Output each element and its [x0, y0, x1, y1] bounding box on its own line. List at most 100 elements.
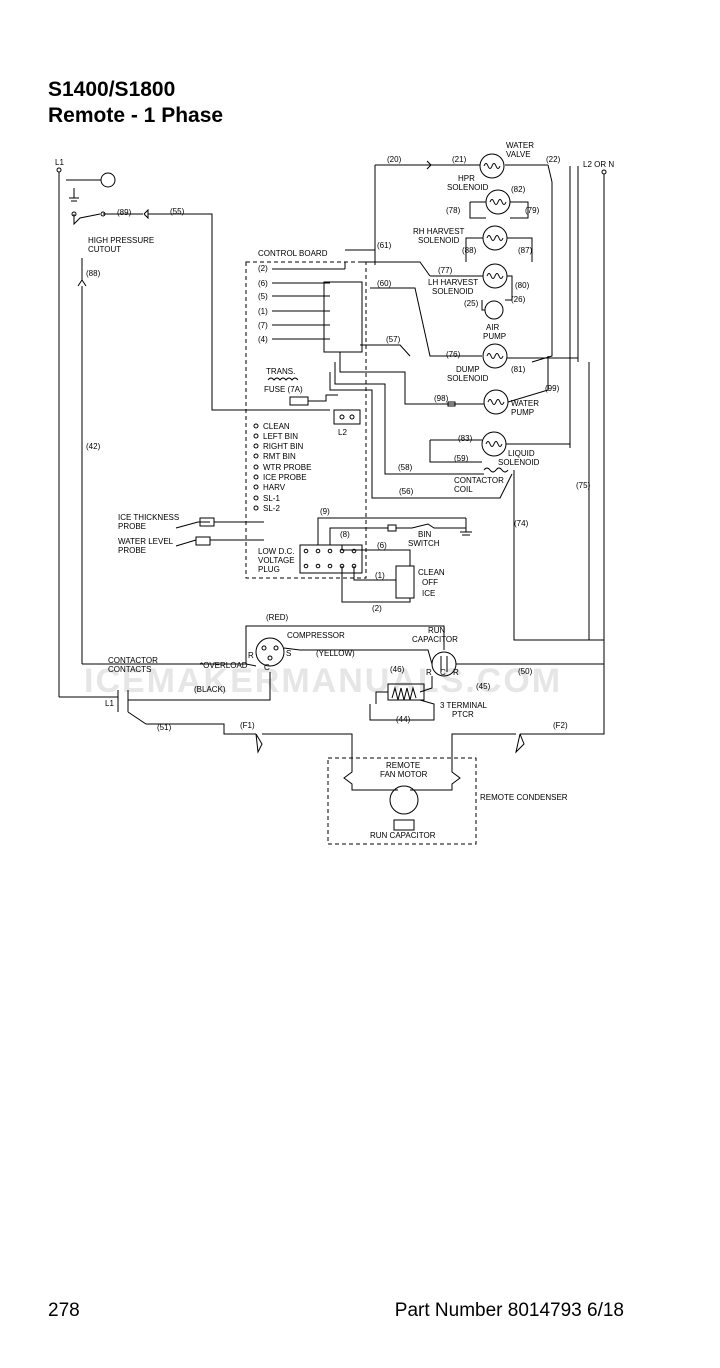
board-terminal: (6)	[258, 279, 268, 288]
bin-switch-label-1: BIN	[418, 530, 432, 539]
wire-label: (55)	[170, 207, 185, 216]
wire-label: (57)	[386, 335, 401, 344]
l1-top-label: L1	[55, 158, 64, 167]
wire-label: (F1)	[240, 721, 255, 730]
wire-label: (77)	[438, 266, 453, 275]
hpc-label-2: CUTOUT	[88, 245, 121, 254]
led-label: SL-1	[263, 494, 280, 503]
l2-terminal	[601, 169, 607, 175]
wire-44	[369, 699, 435, 721]
wlp-label-2: PROBE	[118, 546, 146, 555]
wire-label: (56)	[399, 487, 414, 496]
black-label: (BLACK)	[194, 685, 226, 694]
wire-label: (58)	[398, 463, 413, 472]
contactor-coil-label-2: COIL	[454, 485, 473, 494]
wire-label: (60)	[377, 279, 392, 288]
watermark: ICEMAKERMANUALS.COM	[84, 662, 562, 700]
hpc-label-1: HIGH PRESSURE	[88, 236, 154, 245]
transformer	[267, 377, 299, 381]
contactor-contacts-label-2: CONTACTS	[108, 665, 151, 674]
plug-pins	[303, 548, 357, 569]
wlp-label-1: WATER LEVEL	[118, 537, 174, 546]
ptcr-label-2: PTCR	[452, 710, 474, 719]
wire-label: (25)	[464, 299, 479, 308]
water-pump-label-1: WATER	[511, 399, 539, 408]
wire-label: (22)	[546, 155, 561, 164]
board-terminal: (2)	[258, 264, 268, 273]
water-valve-label-1: WATER	[506, 141, 534, 150]
lh-label-2: SOLENOID	[432, 287, 474, 296]
rh-label-2: SOLENOID	[418, 236, 460, 245]
ldc-label-2: VOLTAGE	[258, 556, 295, 565]
wire-25	[481, 300, 485, 311]
led-indicators	[253, 423, 259, 511]
wire-label: (87)	[518, 246, 533, 255]
air-pump-label-1: AIR	[486, 323, 500, 332]
l2-label: L2 OR N	[583, 160, 614, 169]
bin-switch	[396, 523, 466, 529]
bin-switch-label-2: SWITCH	[408, 539, 440, 548]
wire-label: (2)	[372, 604, 382, 613]
control-board-label: CONTROL BOARD	[258, 249, 328, 258]
page-number: 278	[48, 1300, 80, 1321]
wire-label: (21)	[452, 155, 467, 164]
wire-label: (98)	[434, 394, 449, 403]
wire-20-arrow	[426, 160, 432, 170]
cap-c-label: C	[440, 668, 446, 677]
itp-label-1: ICE THICKNESS	[118, 513, 179, 522]
board-terminal: (1)	[258, 307, 268, 316]
compressor-label: COMPRESSOR	[287, 631, 345, 640]
water-valve-label-2: VALVE	[506, 150, 531, 159]
wire-label: (89)	[117, 208, 132, 217]
wire-label: (26)	[511, 295, 526, 304]
wire-label: (82)	[511, 185, 526, 194]
wire-87	[507, 237, 533, 262]
wire-88	[465, 237, 483, 262]
led-label: WTR PROBE	[263, 463, 311, 472]
ldc-label-1: LOW D.C.	[258, 547, 294, 556]
remote-condenser-outline	[327, 757, 477, 845]
page-subtitle: Remote - 1 Phase	[48, 104, 224, 127]
led-label: LEFT BIN	[263, 432, 298, 441]
wire-74	[513, 470, 604, 641]
fan-motor-label-2: FAN MOTOR	[380, 770, 428, 779]
clean-label: CLEAN	[418, 568, 445, 577]
ldc-label-3: PLUG	[258, 565, 280, 574]
wire-99	[507, 356, 549, 403]
wire-label: (1)	[375, 571, 385, 580]
wire-label: (81)	[511, 365, 526, 374]
wire-label: (75)	[576, 481, 591, 490]
led-label: SL-2	[263, 504, 280, 513]
wire-46	[375, 691, 388, 704]
led-labels: CLEAN LEFT BIN RIGHT BIN RMT BIN WTR PRO…	[263, 422, 311, 513]
wire-6	[341, 545, 411, 566]
itp-label-2: PROBE	[118, 522, 146, 531]
wire-label: (9)	[320, 507, 330, 516]
trans-label: TRANS.	[266, 367, 295, 376]
wire-label: (51)	[157, 723, 172, 732]
fan-run-cap-label: RUN CAPACITOR	[370, 831, 436, 840]
wire-label: (8)	[340, 530, 350, 539]
comp-c-label: C	[264, 663, 270, 672]
lh-label-1: LH HARVEST	[428, 278, 478, 287]
comp-s-label: S	[286, 649, 291, 658]
wire-black	[150, 672, 271, 701]
liquid-label-1: LIQUID	[508, 449, 535, 458]
dump-solenoid-coil	[482, 343, 508, 369]
wire-2	[341, 566, 411, 603]
wire-label: (50)	[518, 667, 533, 676]
f1-connector	[255, 733, 263, 754]
air-pump-motor	[484, 300, 504, 320]
wire-label: (76)	[446, 350, 461, 359]
fuse	[289, 396, 309, 406]
wire-51-f1	[127, 711, 256, 735]
wire-78	[469, 202, 486, 219]
comp-r-label: R	[248, 651, 254, 660]
wire-label: (20)	[387, 155, 402, 164]
hpr-label-2: SOLENOID	[447, 183, 489, 192]
wire-label: (80)	[515, 281, 530, 290]
fuse-label: FUSE (7A)	[264, 385, 303, 394]
wire-57	[360, 344, 411, 357]
f2-connector	[515, 733, 525, 754]
